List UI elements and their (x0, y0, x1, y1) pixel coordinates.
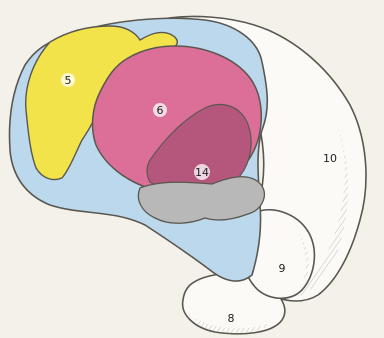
label-9-text: 9 (279, 262, 286, 275)
label-14-text: 14 (195, 166, 209, 179)
label-10-text: 10 (323, 152, 337, 165)
label-6-text: 6 (157, 104, 164, 117)
label-8: 8 (228, 312, 235, 325)
label-5: 5 (61, 73, 75, 87)
label-8-text: 8 (228, 312, 235, 325)
label-6: 6 (153, 103, 167, 117)
label-5-text: 5 (65, 74, 72, 87)
label-14: 14 (194, 164, 210, 180)
label-9: 9 (279, 262, 286, 275)
label-10: 10 (323, 152, 337, 165)
